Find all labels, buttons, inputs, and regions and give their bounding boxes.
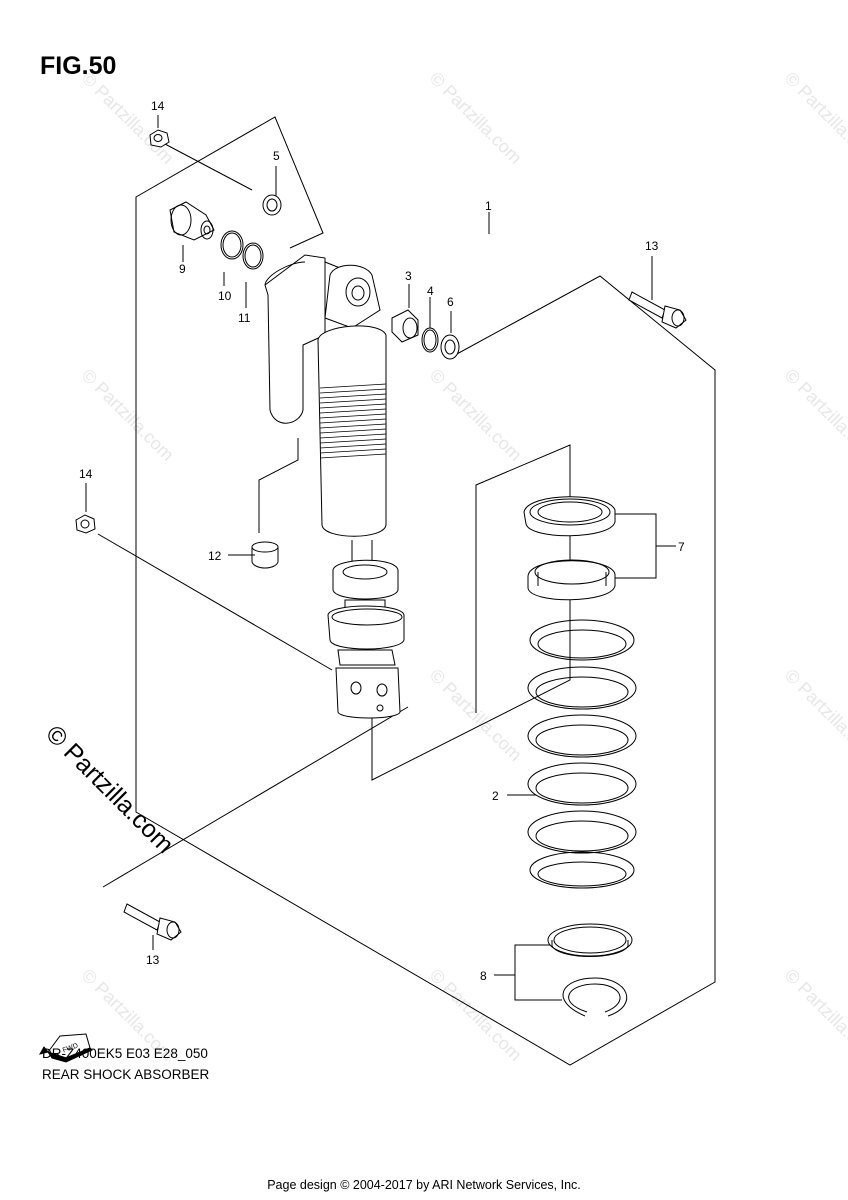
spring-nut-part-7 [523, 496, 616, 601]
collar-part-3 [391, 309, 419, 343]
figure-title: FIG.50 [40, 52, 117, 80]
callout-1: 1 [485, 199, 492, 213]
callout-13: 13 [645, 239, 659, 253]
washer-part-5 [262, 194, 282, 216]
bushing-part-9 [169, 201, 215, 241]
callout-14: 14 [151, 99, 165, 113]
callout-2: 2 [492, 789, 499, 803]
callout-11: 11 [238, 311, 251, 325]
callout-13: 13 [146, 953, 160, 967]
forward-direction-icon: FWD [38, 1033, 93, 1063]
nut-part-14-lower [75, 514, 96, 534]
shock-absorber-part-1 [264, 254, 405, 719]
callout-14: 14 [79, 467, 93, 481]
callout-3: 3 [405, 269, 412, 283]
o-ring-part-11 [242, 242, 264, 270]
leader-lines [85, 115, 676, 1001]
callout-6: 6 [447, 295, 454, 309]
bolt-part-13-lower [123, 903, 182, 941]
callout-5: 5 [273, 149, 280, 163]
assembly-bracket [135, 116, 716, 1066]
callout-4: 4 [427, 284, 434, 298]
callout-8: 8 [480, 969, 487, 983]
spacer-part-12 [251, 541, 279, 569]
page-footer: Page design © 2004-2017 by ARI Network S… [267, 1178, 581, 1192]
bolt-part-13-top [628, 291, 687, 329]
o-ring-part-10 [220, 230, 244, 260]
callout-9: 9 [179, 262, 186, 276]
diagram-title: REAR SHOCK ABSORBER [42, 1067, 210, 1082]
model-code: DR-Z400EK5 E03 E28_050 [42, 1046, 208, 1061]
callout-labels: 14 5 1 13 9 10 11 3 4 6 14 12 7 2 13 8 [79, 99, 685, 983]
nut-part-14-top [149, 129, 170, 148]
washer-part-6 [440, 334, 460, 360]
spring-seat-part-8 [547, 923, 633, 1017]
callout-12: 12 [208, 549, 222, 563]
seal-part-4 [421, 327, 439, 353]
callout-10: 10 [218, 289, 232, 303]
callout-7: 7 [678, 540, 685, 554]
spring-part-2 [527, 619, 637, 889]
